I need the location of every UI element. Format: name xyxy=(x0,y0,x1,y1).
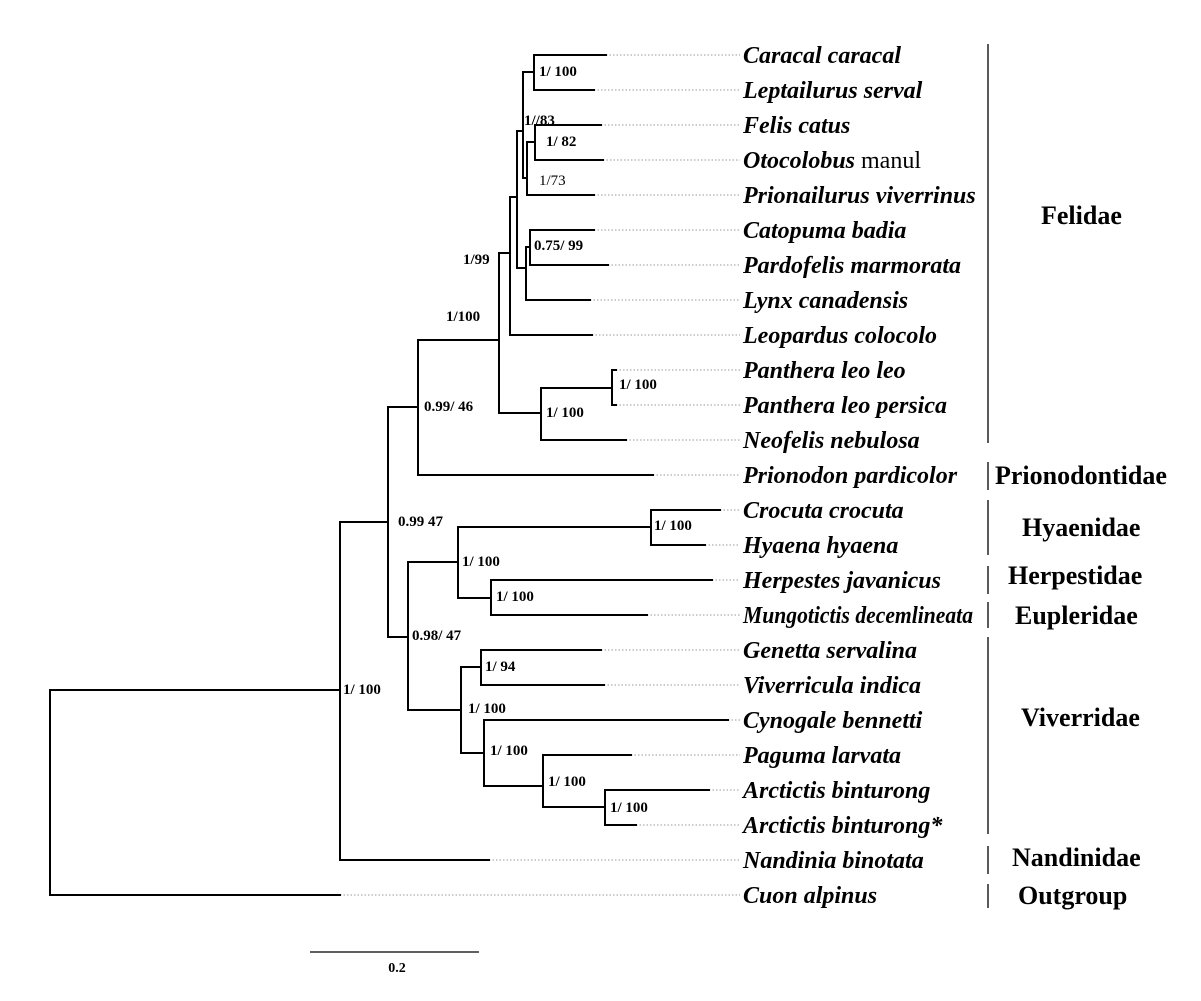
family-label-outgroup: Outgroup xyxy=(1018,881,1127,910)
family-label-viverridae: Viverridae xyxy=(1021,703,1140,732)
family-labels: Felidae Prionodontidae Hyaenidae Herpest… xyxy=(995,201,1167,910)
taxon-label: Prionodon pardicolor xyxy=(742,463,958,489)
taxon-label: Pardofelis marmorata xyxy=(742,253,961,279)
taxon-label: Felis catus xyxy=(742,113,850,139)
taxon-label: Cynogale bennetti xyxy=(743,708,923,734)
family-label-prionodontidae: Prionodontidae xyxy=(995,461,1167,490)
scale-bar: 0.2 xyxy=(310,951,479,976)
taxon-label: Prionailurus viverrinus xyxy=(742,183,976,209)
support-label: 1/ 100 xyxy=(548,774,586,790)
support-labels: 1/ 100 1//83 1/ 82 1/73 0.75/ 99 1/99 1/… xyxy=(343,64,692,816)
support-label: 1/ 100 xyxy=(619,377,657,393)
support-label: 1/ 94 xyxy=(485,659,516,675)
support-label: 1/ 100 xyxy=(468,701,506,717)
taxon-label: Leptailurus serval xyxy=(742,78,923,104)
family-label-hyaenidae: Hyaenidae xyxy=(1022,513,1140,542)
support-label: 1/99 xyxy=(463,252,490,268)
support-label: 1/ 100 xyxy=(496,589,534,605)
taxon-label: Neofelis nebulosa xyxy=(742,428,920,454)
support-label: 1/100 xyxy=(446,309,480,325)
support-label: 1/ 100 xyxy=(462,554,500,570)
family-label-nandinidae: Nandinidae xyxy=(1012,843,1141,872)
taxon-label: Lynx canadensis xyxy=(742,288,908,314)
taxon-label: Panthera leo persica xyxy=(742,393,947,419)
taxon-label: Otocolobus manul xyxy=(743,148,921,174)
taxon-label: Leopardus colocolo xyxy=(742,323,937,349)
taxon-label: Hyaena hyaena xyxy=(742,533,898,559)
family-label-felidae: Felidae xyxy=(1041,201,1122,230)
support-label: 0.99 47 xyxy=(398,514,444,530)
support-label: 1/ 100 xyxy=(343,682,381,698)
taxon-label: Arctictis binturong* xyxy=(741,813,943,839)
support-label: 1/ 100 xyxy=(654,518,692,534)
taxon-label: Cuon alpinus xyxy=(743,883,877,909)
support-label: 1/ 82 xyxy=(546,134,576,150)
support-label: 1/ 100 xyxy=(546,405,584,421)
tree-branches xyxy=(49,54,729,896)
support-label: 0.98/ 47 xyxy=(412,628,462,644)
taxon-label: Caracal caracal xyxy=(743,43,901,69)
taxon-label: Paguma larvata xyxy=(742,743,901,769)
taxon-label: Mungotictis decemlineata xyxy=(742,603,973,629)
support-label: 1/73 xyxy=(539,173,566,189)
leader-lines xyxy=(340,54,740,896)
taxon-label: Herpestes javanicus xyxy=(742,568,941,594)
support-label: 1/ 100 xyxy=(610,800,648,816)
taxon-label: Viverricula indica xyxy=(743,673,921,699)
support-label: 1/ 100 xyxy=(539,64,577,80)
support-label: 1//83 xyxy=(524,113,555,129)
family-label-herpestidae: Herpestidae xyxy=(1008,561,1142,590)
taxon-label: Genetta servalina xyxy=(743,638,917,664)
support-label: 1/ 100 xyxy=(490,743,528,759)
taxon-labels: Caracal caracal Leptailurus serval Felis… xyxy=(741,43,976,909)
taxon-label: Arctictis binturong xyxy=(741,778,930,804)
support-label: 0.99/ 46 xyxy=(424,399,474,415)
support-label: 0.75/ 99 xyxy=(534,238,583,254)
family-label-eupleridae: Eupleridae xyxy=(1015,601,1138,630)
scale-bar-label: 0.2 xyxy=(388,961,406,976)
taxon-label: Nandinia binotata xyxy=(742,848,924,874)
taxon-label: Crocuta crocuta xyxy=(743,498,904,524)
taxon-label: Panthera leo leo xyxy=(742,358,906,384)
taxon-label: Catopuma badia xyxy=(743,218,906,244)
